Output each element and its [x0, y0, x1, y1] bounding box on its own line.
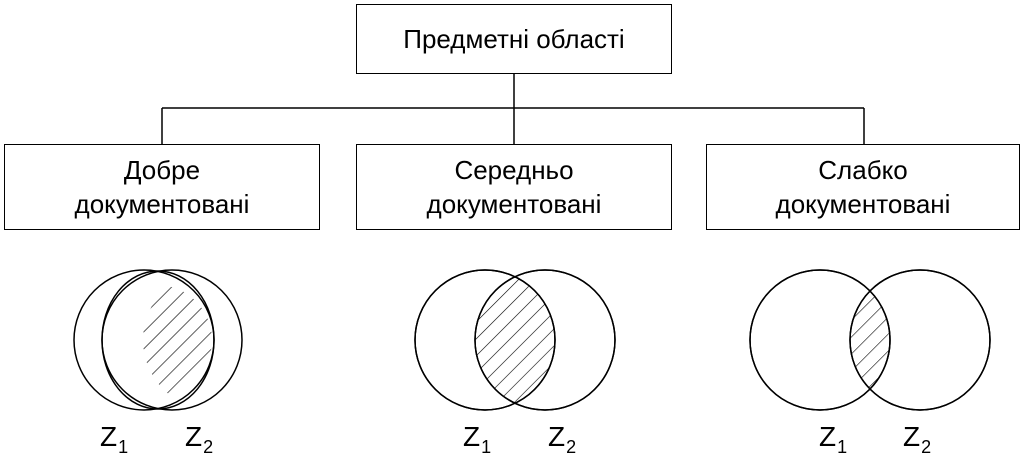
category-node-medium-documented: Середньо документовані — [356, 144, 672, 230]
category-label-line1: Слабко — [818, 155, 908, 185]
venn3-label-z1: Z1 — [819, 421, 848, 458]
category-label-line1: Добре — [123, 155, 201, 185]
venn1-intersection-hatch — [143, 285, 212, 395]
root-node: Предметні області — [356, 4, 672, 74]
venn2-label-z1: Z1 — [463, 421, 492, 458]
venn-diagram-medium-documented — [414, 269, 616, 411]
category-label-line2: документовані — [74, 189, 250, 219]
venn-diagram-well-documented — [73, 269, 243, 411]
root-node-label: Предметні області — [403, 24, 625, 54]
venn3-label-z2: Z2 — [903, 421, 932, 458]
venn1-label-z2: Z2 — [185, 421, 214, 458]
venn2-label-z2: Z2 — [548, 421, 577, 458]
category-label-line2: документовані — [426, 189, 602, 219]
category-label-line1: Середньо — [454, 155, 574, 185]
category-label-line2: документовані — [775, 189, 951, 219]
tree-connectors — [161, 73, 865, 145]
venn2-intersection-hatch — [475, 270, 555, 410]
category-node-weakly-documented: Слабко документовані — [706, 144, 1020, 230]
venn1-intersection-outline — [101, 270, 215, 410]
category-node-well-documented: Добре документовані — [4, 144, 320, 230]
venn1-label-z1: Z1 — [100, 421, 129, 458]
venn-diagram-weakly-documented — [749, 269, 991, 411]
